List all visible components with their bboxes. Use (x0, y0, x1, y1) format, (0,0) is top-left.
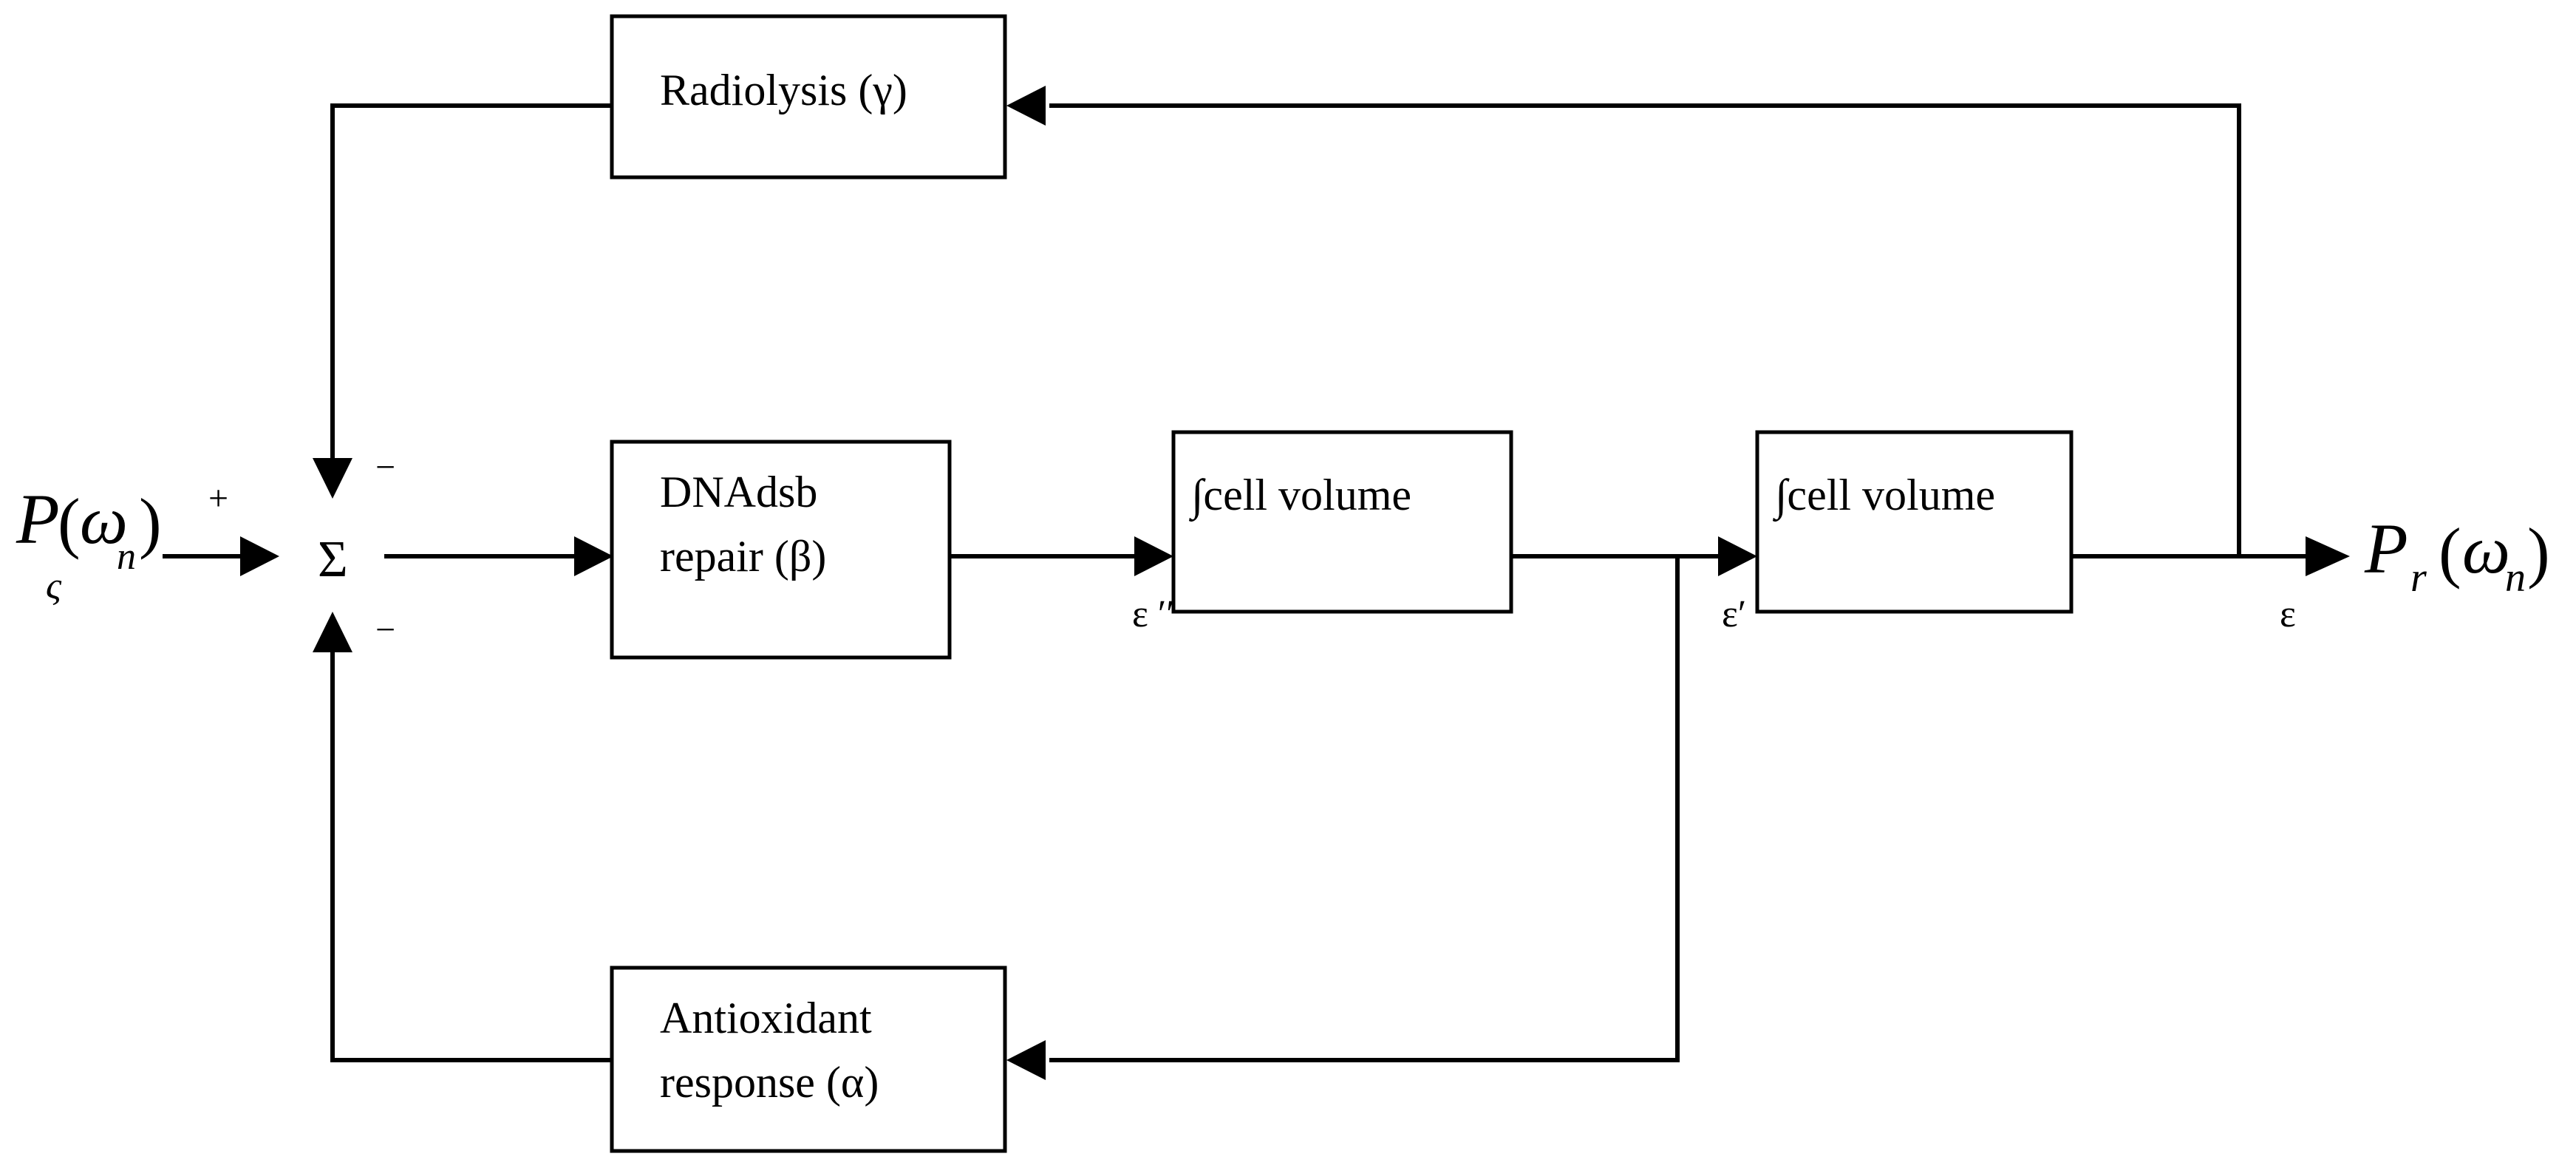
radiolysis-label: Radiolysis (γ) (660, 66, 907, 115)
connections (163, 103, 2309, 1062)
output-open-paren: ( (2439, 514, 2461, 590)
integral-label-2: ∫cell volume (1773, 471, 1995, 522)
dna-repair-label-line1: DNAdsb (660, 468, 817, 516)
radiolysis-feedback-line (1049, 103, 2241, 556)
arrowheads (240, 86, 2350, 1080)
output-omega: ω (2462, 512, 2510, 587)
input-signal-label: P ς ( ω n ) (16, 479, 162, 607)
arrowhead-input (240, 536, 279, 576)
arrowhead-int1 (1134, 536, 1173, 576)
input-omega-subscript: n (117, 536, 136, 578)
antioxidant-feedback-line (1049, 556, 1680, 1062)
signal-labels: ε ′′ ε′ ε (1132, 593, 2296, 635)
integral-label-1: ∫cell volume (1189, 471, 1411, 522)
output-signal-label: P r ( ω n ) (2364, 509, 2550, 601)
arrowhead-dna (574, 536, 613, 576)
dna-repair-label-line2: repair (β) (660, 532, 826, 581)
input-omega: ω (80, 482, 128, 558)
antioxidant-label-line2: response (α) (660, 1058, 879, 1107)
radiolysis-block: Radiolysis (γ) (610, 14, 1007, 180)
sign-minus-top: − (375, 448, 395, 487)
antioxidant-to-sum-line (330, 650, 612, 1062)
summing-junction: Σ + − − (208, 448, 395, 649)
arrowhead-output (2306, 536, 2350, 576)
arrowhead-sum-top (313, 458, 352, 499)
epsilon-output: ε (2280, 593, 2296, 635)
antioxidant-block: Antioxidant response (α) (610, 966, 1007, 1153)
epsilon-prime: ε′ (1722, 593, 1746, 635)
dna-repair-block: DNAdsb repair (β) (610, 440, 952, 660)
arrowhead-antioxidant (1006, 1040, 1046, 1080)
epsilon-double-prime: ε ′′ (1132, 593, 1175, 635)
arrowhead-int2 (1718, 536, 1757, 576)
output-subscript: r (2410, 555, 2427, 601)
sign-minus-bottom: − (375, 610, 395, 649)
input-p: P (16, 479, 60, 558)
output-omega-subscript: n (2505, 555, 2526, 601)
integral-block-1: ∫cell volume (1171, 430, 1513, 614)
arrowhead-radiolysis (1006, 86, 1046, 126)
integral-block-2: ∫cell volume (1755, 430, 2074, 614)
input-close-paren: ) (139, 485, 162, 560)
antioxidant-label-line1: Antioxidant (660, 994, 872, 1042)
output-p: P (2364, 509, 2408, 588)
radiolysis-to-sum-line (330, 103, 612, 458)
output-close-paren: ) (2527, 514, 2550, 590)
sign-plus: + (208, 479, 228, 518)
sum-symbol: Σ (318, 531, 348, 588)
input-subscript: ς (46, 565, 62, 607)
input-open-paren: ( (58, 485, 81, 560)
arrowhead-sum-bottom (313, 612, 352, 652)
